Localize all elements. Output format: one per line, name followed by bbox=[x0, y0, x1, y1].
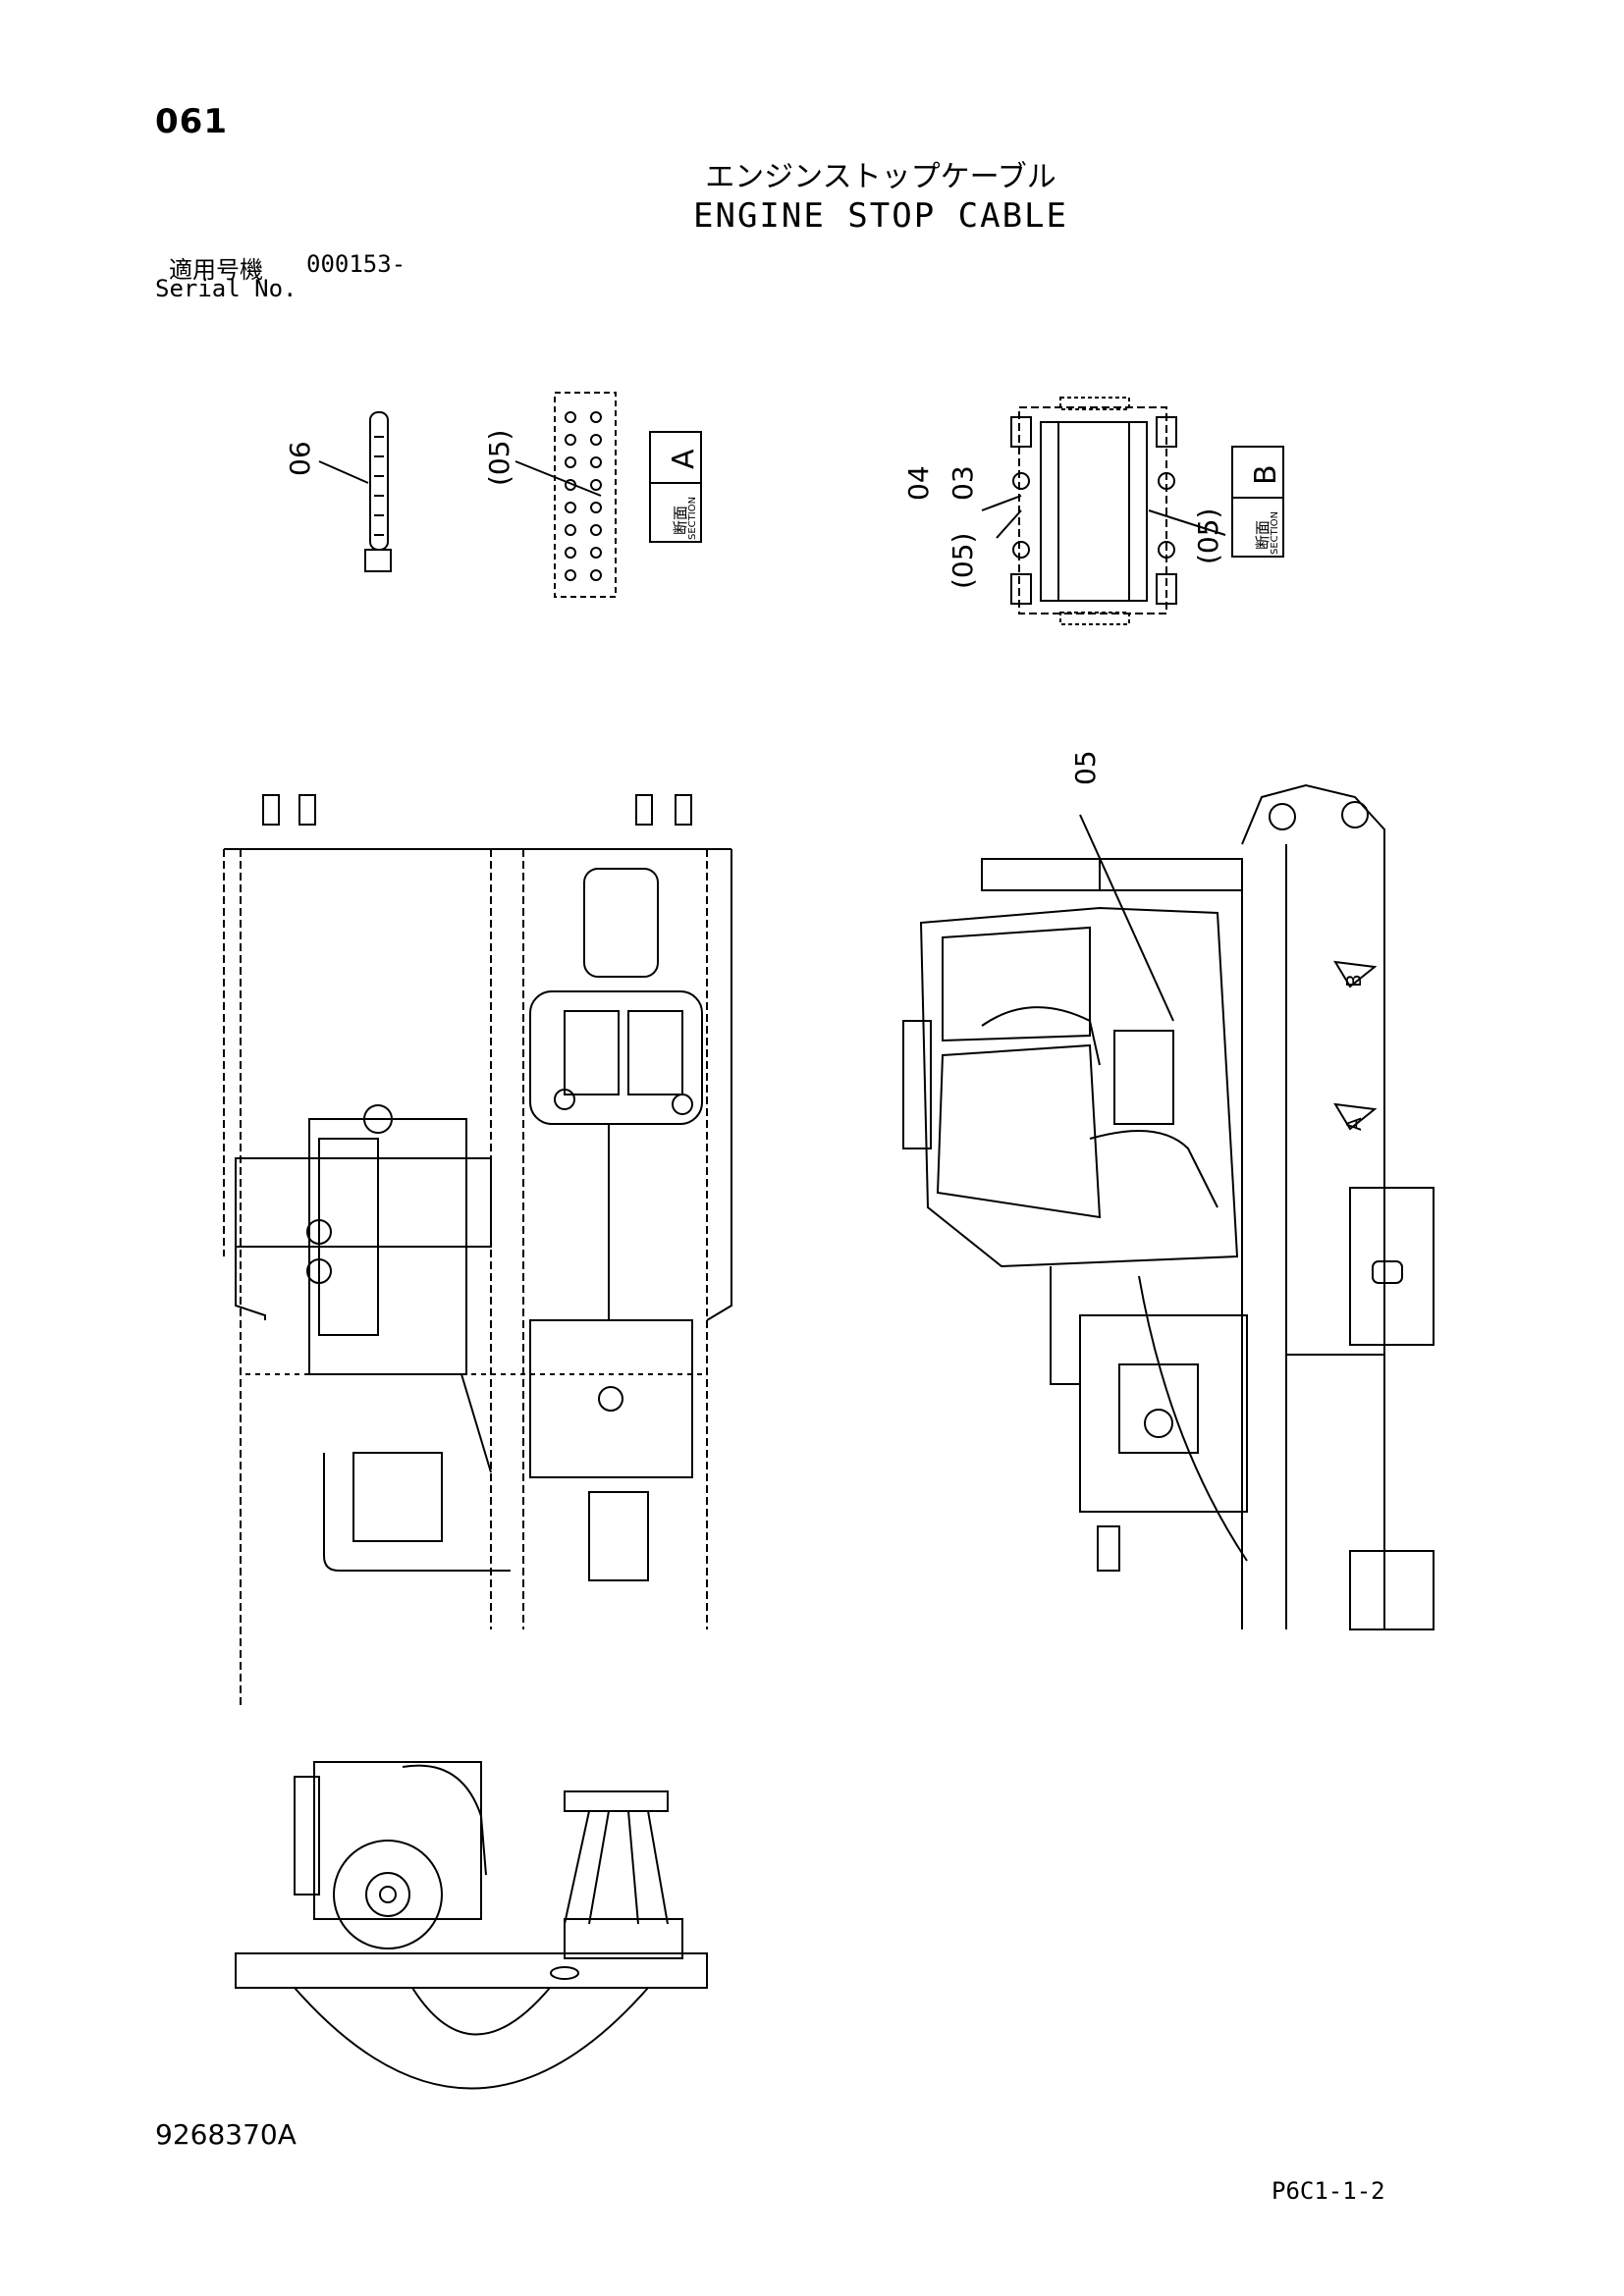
section-a-kanji: 断面 bbox=[672, 506, 689, 535]
drawing-number: 9268370A bbox=[155, 2118, 297, 2151]
page-number: 061 bbox=[155, 102, 228, 141]
title-japanese: エンジンストップケーブル bbox=[705, 160, 1056, 194]
callout-05-main: 05 bbox=[1069, 750, 1102, 785]
callout-05-section-b-right: (05) bbox=[1192, 508, 1224, 564]
page-reference: P6C1-1-2 bbox=[1272, 2177, 1385, 2205]
section-b-kanji: 断面 bbox=[1254, 520, 1272, 550]
serial-label-english: Serial No. bbox=[155, 275, 298, 302]
serial-value: 000153- bbox=[306, 250, 406, 278]
section-a-plate bbox=[554, 392, 617, 598]
callout-05-section-b-left: (05) bbox=[947, 533, 979, 589]
side-view-drawing bbox=[902, 783, 1435, 1630]
serial-label-japanese: 適用号機 bbox=[169, 256, 263, 284]
section-a-letter: A bbox=[667, 449, 701, 469]
section-arrow-b-label: B bbox=[1342, 974, 1366, 988]
section-b-word: SECTION bbox=[1270, 511, 1280, 555]
callout-05-section-a: (05) bbox=[483, 430, 515, 486]
plan-view-drawing bbox=[223, 794, 732, 1708]
section-b-box bbox=[1231, 446, 1284, 558]
front-view-drawing bbox=[235, 1761, 708, 2090]
section-b-letter: B bbox=[1249, 464, 1283, 485]
callout-04: 04 bbox=[902, 465, 935, 501]
section-arrow-a-label: A bbox=[1342, 1117, 1366, 1131]
section-a-word: SECTION bbox=[687, 497, 698, 540]
cable-tie-drawing bbox=[318, 411, 392, 572]
title-english: ENGINE STOP CABLE bbox=[693, 196, 1068, 236]
section-b-frame bbox=[981, 397, 1226, 625]
callout-06: 06 bbox=[284, 441, 316, 476]
section-a-box bbox=[649, 431, 702, 543]
callout-03: 03 bbox=[947, 465, 979, 501]
section-a-holes bbox=[514, 411, 602, 581]
